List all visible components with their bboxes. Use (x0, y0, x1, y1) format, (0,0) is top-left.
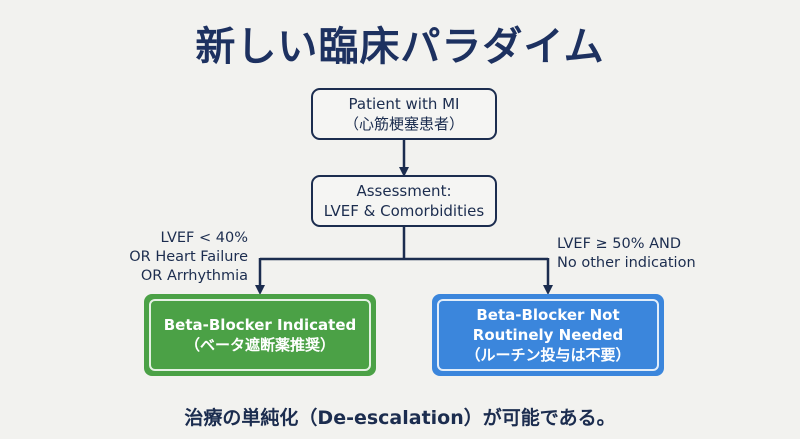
inner-border (437, 299, 659, 371)
condition-left: LVEF < 40% OR Heart Failure OR Arrhythmi… (129, 229, 248, 286)
condition-left-line1: LVEF < 40% (160, 230, 248, 246)
condition-right-line2: No other indication (557, 255, 696, 271)
node-not-needed-line3: （ルーチン投与は不要） (465, 346, 631, 364)
node-beta-blocker-indicated: Beta-Blocker Indicated （ベータ遮断薬推奨） (144, 294, 376, 376)
condition-left-line2: OR Heart Failure (129, 249, 248, 265)
condition-left-line3: OR Arrhythmia (140, 268, 248, 284)
inner-border (149, 299, 371, 371)
node-not-needed-line2: Routinely Needed (472, 326, 624, 344)
node-patient-line1: Patient with MI (348, 95, 460, 113)
node-assessment-line2: LVEF & Comorbidities (323, 202, 485, 220)
condition-right: LVEF ≥ 50% AND No other indication (557, 235, 696, 273)
node-patient-line2: （心筋梗塞患者） (343, 115, 464, 133)
page-title: 新しい臨床パラダイム (195, 24, 605, 70)
node-indicated-line1: Beta-Blocker Indicated (163, 316, 357, 334)
footer-conclusion: 治療の単純化（De-escalation）が可能である。 (184, 407, 616, 429)
node-beta-blocker-not-needed: Beta-Blocker Not Routinely Needed （ルーチン投… (432, 294, 664, 376)
node-not-needed-line1: Beta-Blocker Not (476, 306, 620, 324)
node-assessment: Assessment: LVEF & Comorbidities (311, 175, 497, 227)
node-patient: Patient with MI （心筋梗塞患者） (311, 88, 497, 140)
node-assessment-line1: Assessment: (356, 182, 452, 200)
node-indicated-line2: （ベータ遮断薬推奨） (184, 336, 335, 354)
condition-right-line1: LVEF ≥ 50% AND (557, 236, 682, 252)
